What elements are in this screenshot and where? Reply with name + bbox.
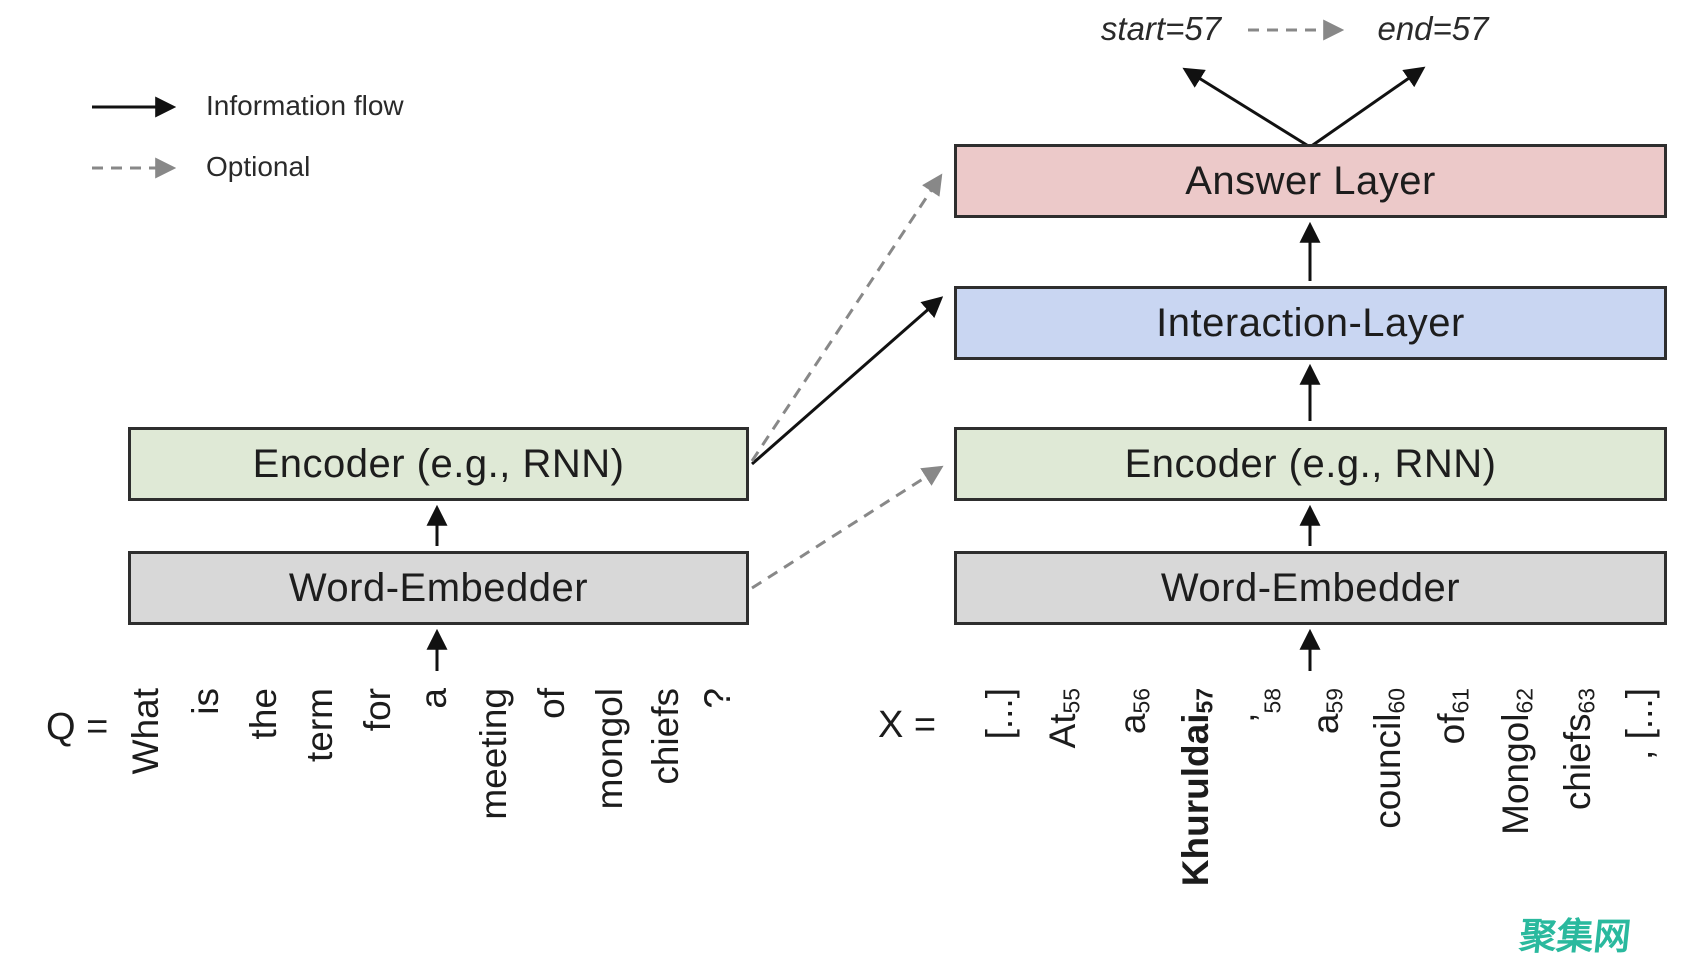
question-word-embedder-box: Word-Embedder: [128, 551, 749, 625]
token-index: 58: [1259, 688, 1285, 714]
question-token: of: [530, 688, 572, 719]
question-token: mongol: [588, 688, 630, 810]
interaction-layer-box: Interaction-Layer: [954, 286, 1667, 360]
token-index: 55: [1058, 688, 1084, 714]
question-token: What: [124, 688, 166, 775]
left-encoder-to-interaction-arrow: [751, 296, 944, 466]
passage-token: a59: [1304, 688, 1347, 735]
question-token: chiefs: [644, 688, 686, 785]
passage-token-answer: Khuruldai57: [1174, 688, 1217, 887]
token-index: 63: [1573, 688, 1599, 714]
answer-layer-box: Answer Layer: [954, 144, 1667, 218]
passage-token: At55: [1041, 688, 1084, 749]
question-token: is: [184, 688, 226, 715]
question-token: meeting: [472, 688, 514, 820]
question-token: a: [412, 688, 454, 709]
question-encoder-box: Encoder (e.g., RNN): [128, 427, 749, 501]
answer-layer-label: Answer Layer: [1185, 158, 1436, 203]
passage-encoder-box: Encoder (e.g., RNN): [954, 427, 1667, 501]
passage-token: council60: [1366, 688, 1409, 829]
passage-token: ’58: [1242, 688, 1285, 722]
start-output-label: start=57: [1100, 10, 1222, 47]
left-encoder-to-answer-optional-arrow: [750, 173, 943, 462]
legend-optional-label: Optional: [206, 151, 311, 182]
question-token: term: [298, 688, 340, 762]
token-index: 56: [1128, 688, 1154, 714]
question-token: ?: [696, 688, 738, 709]
token-index: 61: [1447, 688, 1473, 714]
question-token: for: [356, 688, 398, 732]
question-prefix: Q =: [46, 706, 109, 748]
left-embedder-to-right-encoder-optional-arrow: [751, 465, 944, 590]
passage-prefix: X =: [878, 704, 937, 746]
question-word-embedder-label: Word-Embedder: [288, 565, 589, 610]
passage-token: of61: [1430, 688, 1473, 745]
question-token: the: [242, 688, 284, 740]
answer-to-start-arrow: [1182, 67, 1311, 149]
passage-token: chiefs63: [1556, 688, 1599, 811]
token-index: 59: [1321, 688, 1347, 714]
token-index: 62: [1511, 688, 1537, 714]
passage-token: a56: [1111, 688, 1154, 735]
passage-token: , [...]: [1618, 688, 1660, 760]
legend-information-flow-label: Information flow: [206, 90, 404, 121]
passage-token: Mongol62: [1494, 688, 1537, 835]
token-index: 60: [1383, 688, 1409, 714]
answer-to-end-arrow: [1309, 66, 1426, 149]
question-encoder-label: Encoder (e.g., RNN): [252, 441, 625, 486]
passage-token: [...]: [978, 688, 1020, 740]
interaction-layer-label: Interaction-Layer: [1156, 300, 1465, 345]
token-index: 57: [1191, 688, 1217, 714]
passage-word-embedder-box: Word-Embedder: [954, 551, 1667, 625]
watermark: 聚集网: [1517, 916, 1633, 957]
end-output-label: end=57: [1377, 10, 1489, 47]
passage-word-embedder-label: Word-Embedder: [1160, 565, 1461, 610]
passage-encoder-label: Encoder (e.g., RNN): [1124, 441, 1497, 486]
